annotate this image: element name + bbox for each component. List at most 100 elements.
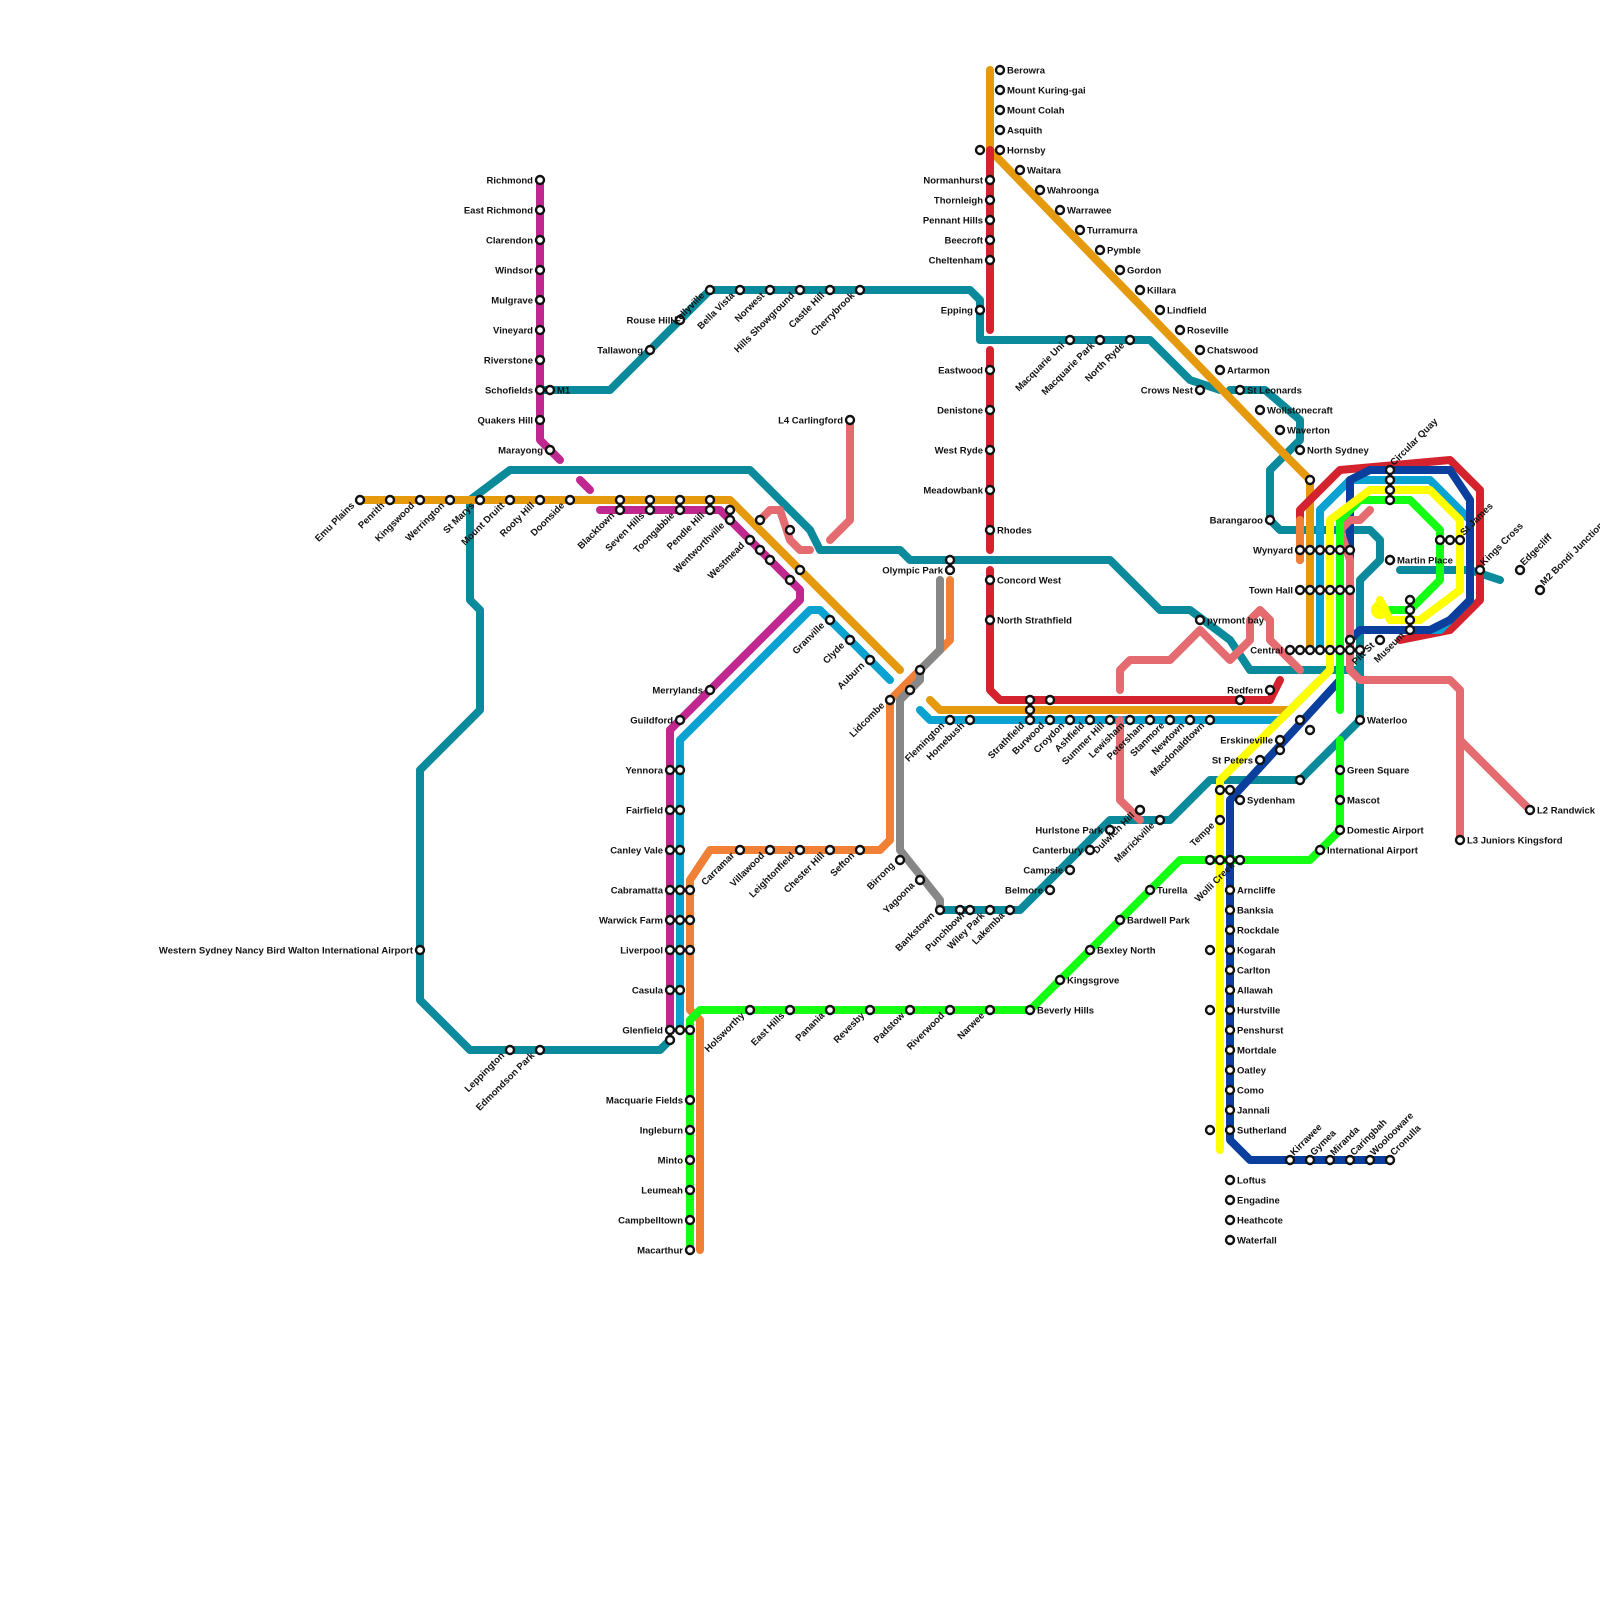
station-marker[interactable]	[826, 616, 834, 624]
station-marker[interactable]	[1336, 766, 1344, 774]
station-marker[interactable]	[906, 1006, 914, 1014]
station-marker[interactable]	[946, 1006, 954, 1014]
station-marker[interactable]	[1256, 756, 1264, 764]
station-marker[interactable]	[1226, 1006, 1234, 1014]
station-marker[interactable]	[1226, 1196, 1234, 1204]
interchange-marker[interactable]	[676, 806, 684, 814]
station-marker[interactable]	[1226, 1126, 1234, 1134]
station-marker[interactable]	[1196, 616, 1204, 624]
station-marker[interactable]	[616, 506, 624, 514]
station-marker[interactable]	[966, 716, 974, 724]
station-marker[interactable]	[706, 506, 714, 514]
station-marker[interactable]	[946, 716, 954, 724]
station-marker[interactable]	[1226, 1236, 1234, 1244]
station-marker[interactable]	[646, 506, 654, 514]
interchange-marker[interactable]	[1336, 586, 1344, 594]
interchange-marker[interactable]	[1296, 776, 1304, 784]
station-marker[interactable]	[1226, 1216, 1234, 1224]
interchange-marker[interactable]	[1386, 486, 1394, 494]
interchange-marker[interactable]	[1346, 586, 1354, 594]
interchange-marker[interactable]	[756, 516, 764, 524]
station-marker[interactable]	[1206, 716, 1214, 724]
station-marker[interactable]	[996, 146, 1004, 154]
station-marker[interactable]	[536, 326, 544, 334]
interchange-marker[interactable]	[1306, 586, 1314, 594]
station-marker[interactable]	[1026, 1006, 1034, 1014]
station-marker[interactable]	[1476, 566, 1484, 574]
station-marker[interactable]	[686, 1216, 694, 1224]
station-marker[interactable]	[1026, 716, 1034, 724]
interchange-marker[interactable]	[686, 886, 694, 894]
station-marker[interactable]	[1106, 716, 1114, 724]
station-marker[interactable]	[766, 846, 774, 854]
station-marker[interactable]	[986, 366, 994, 374]
station-marker[interactable]	[1066, 336, 1074, 344]
interchange-marker[interactable]	[706, 496, 714, 504]
station-marker[interactable]	[1236, 796, 1244, 804]
interchange-marker[interactable]	[726, 506, 734, 514]
station-marker[interactable]	[726, 516, 734, 524]
station-marker[interactable]	[1276, 426, 1284, 434]
station-marker[interactable]	[1066, 866, 1074, 874]
station-marker[interactable]	[686, 1096, 694, 1104]
station-marker[interactable]	[1046, 886, 1054, 894]
station-marker[interactable]	[1136, 286, 1144, 294]
interchange-marker[interactable]	[1316, 586, 1324, 594]
station-marker[interactable]	[826, 846, 834, 854]
station-marker[interactable]	[1096, 336, 1104, 344]
interchange-marker[interactable]	[1206, 856, 1214, 864]
station-marker[interactable]	[1266, 686, 1274, 694]
station-marker[interactable]	[736, 846, 744, 854]
station-marker[interactable]	[1306, 1156, 1314, 1164]
station-marker[interactable]	[886, 696, 894, 704]
station-marker[interactable]	[986, 616, 994, 624]
station-marker[interactable]	[1116, 916, 1124, 924]
interchange-marker[interactable]	[1346, 646, 1354, 654]
station-marker[interactable]	[1366, 1156, 1374, 1164]
station-marker[interactable]	[1526, 806, 1534, 814]
interchange-marker[interactable]	[1026, 696, 1034, 704]
station-marker[interactable]	[706, 286, 714, 294]
station-marker[interactable]	[1226, 986, 1234, 994]
station-marker[interactable]	[846, 636, 854, 644]
interchange-marker[interactable]	[676, 886, 684, 894]
station-marker[interactable]	[1086, 716, 1094, 724]
station-marker[interactable]	[1056, 976, 1064, 984]
interchange-marker[interactable]	[646, 496, 654, 504]
station-marker[interactable]	[1226, 906, 1234, 914]
station-marker[interactable]	[536, 296, 544, 304]
interchange-marker[interactable]	[796, 566, 804, 574]
station-marker[interactable]	[1286, 1156, 1294, 1164]
interchange-marker[interactable]	[1316, 546, 1324, 554]
interchange-marker[interactable]	[1026, 706, 1034, 714]
station-marker[interactable]	[1126, 716, 1134, 724]
interchange-marker[interactable]	[686, 916, 694, 924]
station-marker[interactable]	[996, 126, 1004, 134]
station-marker[interactable]	[746, 536, 754, 544]
station-marker[interactable]	[686, 1246, 694, 1254]
station-marker[interactable]	[416, 946, 424, 954]
station-marker[interactable]	[1226, 886, 1234, 894]
interchange-marker[interactable]	[1276, 746, 1284, 754]
interchange-marker[interactable]	[756, 546, 764, 554]
station-marker[interactable]	[986, 576, 994, 584]
station-marker[interactable]	[476, 496, 484, 504]
interchange-marker[interactable]	[1336, 546, 1344, 554]
station-marker[interactable]	[1386, 466, 1394, 474]
station-marker[interactable]	[356, 496, 364, 504]
station-marker[interactable]	[536, 266, 544, 274]
interchange-marker[interactable]	[1306, 476, 1314, 484]
station-marker[interactable]	[546, 386, 554, 394]
station-marker[interactable]	[826, 286, 834, 294]
interchange-marker[interactable]	[1306, 646, 1314, 654]
station-marker[interactable]	[986, 1006, 994, 1014]
interchange-marker[interactable]	[1296, 716, 1304, 724]
station-marker[interactable]	[916, 876, 924, 884]
station-marker[interactable]	[646, 346, 654, 354]
interchange-marker[interactable]	[786, 526, 794, 534]
interchange-marker[interactable]	[786, 576, 794, 584]
station-marker[interactable]	[536, 236, 544, 244]
station-marker[interactable]	[536, 386, 544, 394]
station-marker[interactable]	[1406, 626, 1414, 634]
interchange-marker[interactable]	[676, 916, 684, 924]
